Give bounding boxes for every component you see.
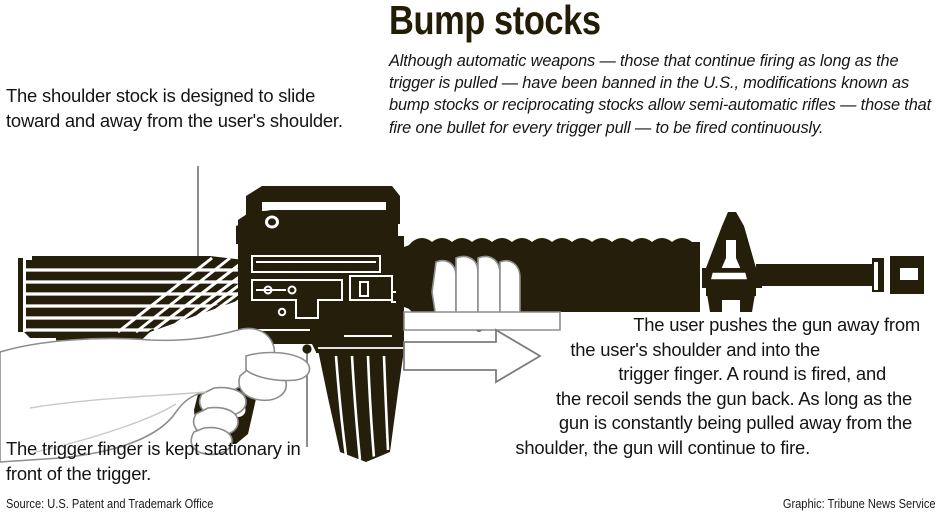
support-hand	[403, 255, 561, 331]
push-forward-arrow	[403, 328, 542, 384]
callout-user-pushes-line: trigger finger. A round is fired, and	[618, 363, 886, 385]
callout-user-pushes-line: gun is constantly being pulled away from…	[558, 412, 912, 434]
receiver	[236, 186, 414, 352]
graphic-credit: Graphic: Tribune News Service	[783, 497, 936, 511]
callout-trigger-finger: The trigger finger is kept stationary in…	[6, 438, 301, 484]
source-credit: Source: U.S. Patent and Trademark Office	[6, 497, 214, 511]
page-title: Bump stocks	[389, 0, 601, 43]
callout-user-pushes: The user pushes the gun away from the us…	[418, 313, 928, 461]
carry-handle	[246, 186, 400, 224]
callout-user-pushes-line: the recoil sends the gun back. As long a…	[556, 387, 912, 409]
callout-user-pushes-line: The user pushes the gun away from	[633, 314, 920, 335]
trigger-finger	[245, 351, 311, 382]
callout-user-pushes-line: the user's shoulder and into the	[570, 338, 820, 360]
barrel	[756, 256, 924, 294]
callout-shoulder-stock: The shoulder stock is designed to slide …	[6, 85, 343, 131]
callout-user-pushes-line: shoulder, the gun will continue to fire.	[515, 436, 810, 458]
front-sight	[702, 212, 762, 312]
magazine	[316, 344, 406, 462]
shooting-hand	[0, 327, 311, 463]
leader-dot-trigger-finger	[302, 344, 312, 354]
intro-paragraph: Although automatic weapons — those that …	[389, 51, 931, 137]
